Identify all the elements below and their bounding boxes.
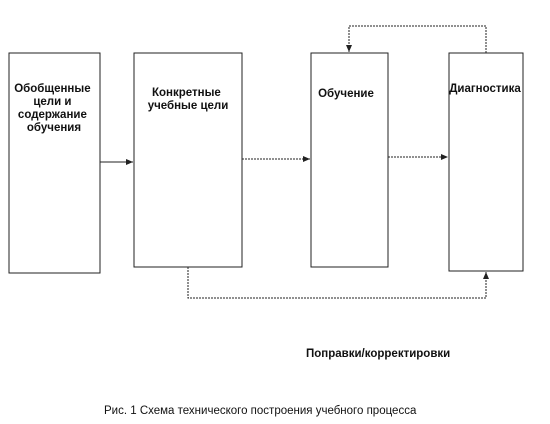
feedback-label: Поправки/корректировки [306,348,451,360]
box-diagnostics-label: Диагностика [449,83,521,95]
box-generalized-goals [8,52,101,274]
box-label-line: учебные цели [148,100,229,112]
box-learning [310,52,389,268]
box-label-line: содержание [18,109,87,121]
box-generalized-goals-label: Обобщенные цели и содержание обучения [14,83,94,134]
box-label-line: Обучение [318,88,374,100]
box-diagnostics [448,52,524,272]
box-label-line: Диагностика [449,83,521,95]
box-label-line: Обобщенные [14,83,90,95]
box-specific-goals [133,52,243,268]
box-specific-goals-label: Конкретные учебные цели [148,87,229,112]
box-label-line: обучения [27,122,81,134]
figure-caption: Рис. 1 Схема технического построения уче… [104,405,417,417]
box-label-line: цели и [33,96,71,108]
box-label-line: Конкретные [152,87,221,99]
arrow-diagnostics-to-learning-top [346,25,487,53]
arrow-specific-to-diagnostics-bottom [187,267,489,299]
box-learning-label: Обучение [318,88,374,100]
